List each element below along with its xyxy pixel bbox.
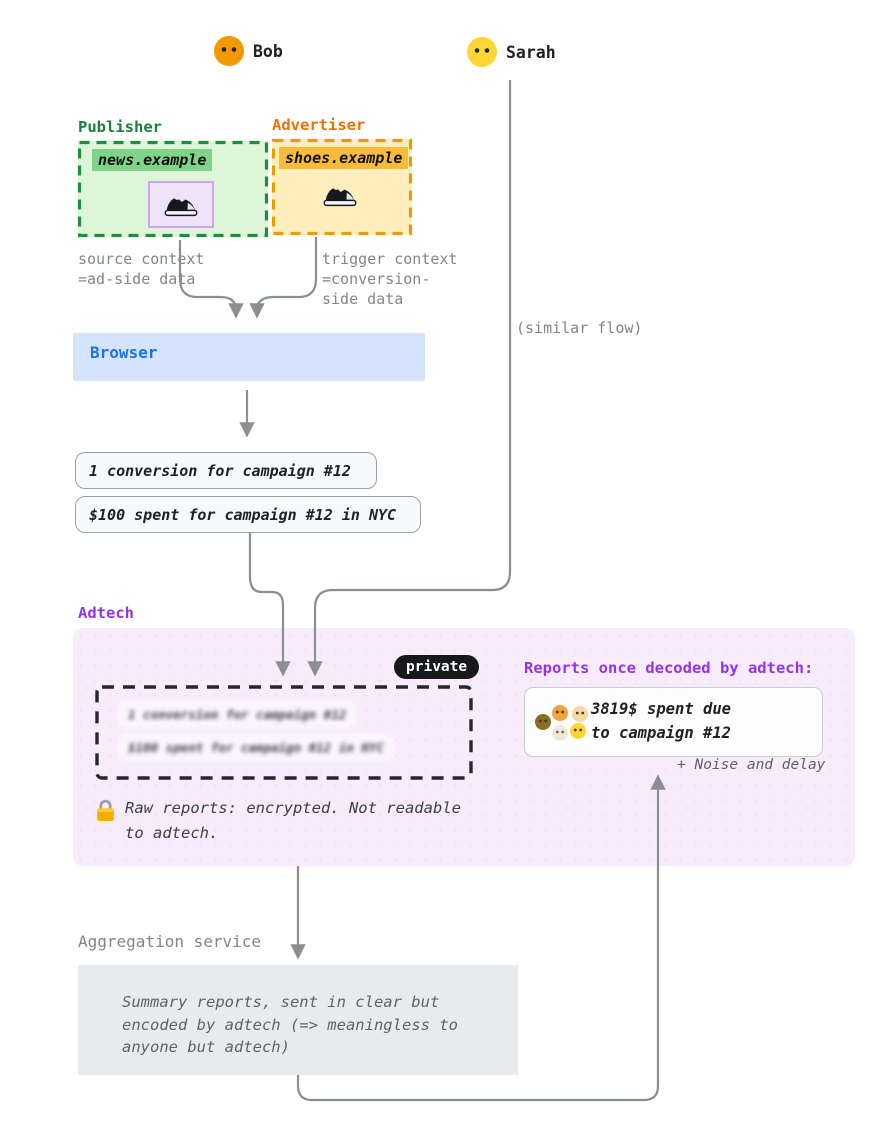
publisher-domain: news.example — [92, 149, 213, 171]
user-face-icon — [552, 705, 568, 721]
summary-reports-note: Summary reports, sent in clear but encod… — [122, 993, 458, 1056]
sneaker-icon — [164, 197, 198, 216]
advertiser-section-label: Advertiser — [272, 116, 366, 134]
encrypted-report-pill: 1 conversion for campaign #12 — [118, 701, 357, 728]
decoded-reports-heading: Reports once decoded by adtech: — [524, 659, 814, 677]
bob-face-icon — [214, 36, 244, 66]
sneaker-icon — [322, 183, 358, 211]
private-badge: private — [394, 655, 480, 679]
user-face-icon — [572, 706, 588, 722]
spend-report-pill: $100 spent for campaign #12 in NYC — [75, 496, 421, 533]
decoded-report-text: 3819$ spent due to campaign #12 — [591, 700, 731, 742]
user-faces-cluster — [533, 698, 595, 748]
publisher-section-label: Publisher — [78, 118, 162, 136]
advertiser-domain: shoes.example — [279, 147, 409, 169]
source-context-note: source context =ad-side data — [78, 250, 205, 288]
similar-flow-note: (similar flow) — [516, 319, 643, 337]
decoded-report-card: 3819$ spent due to campaign #12 — [524, 687, 823, 757]
bob-label: Bob — [253, 41, 283, 61]
adtech-section-label: Adtech — [78, 604, 134, 622]
encrypted-report-pill: $100 spent for campaign #12 in NYC — [118, 734, 394, 761]
lock-icon — [94, 798, 117, 826]
actor-bob: Bob — [214, 36, 283, 66]
raw-reports-note: Raw reports: encrypted. Not readable to … — [125, 799, 461, 842]
aggregation-service-label: Aggregation service — [78, 932, 262, 951]
user-face-icon — [570, 723, 586, 739]
actor-sarah: Sarah — [467, 37, 556, 67]
ad-thumbnail-frame — [148, 181, 214, 228]
noise-delay-note: + Noise and delay — [677, 757, 826, 773]
sarah-label: Sarah — [506, 42, 556, 62]
sarah-face-icon — [467, 37, 497, 67]
advertiser-to-browser-arrow — [249, 237, 318, 319]
user-face-icon — [552, 725, 568, 741]
browser-label: Browser — [90, 343, 158, 362]
user-face-icon — [535, 714, 551, 730]
trigger-context-note: trigger context =conversion- side data — [322, 250, 458, 308]
conversion-report-pill: 1 conversion for campaign #12 — [75, 452, 377, 489]
